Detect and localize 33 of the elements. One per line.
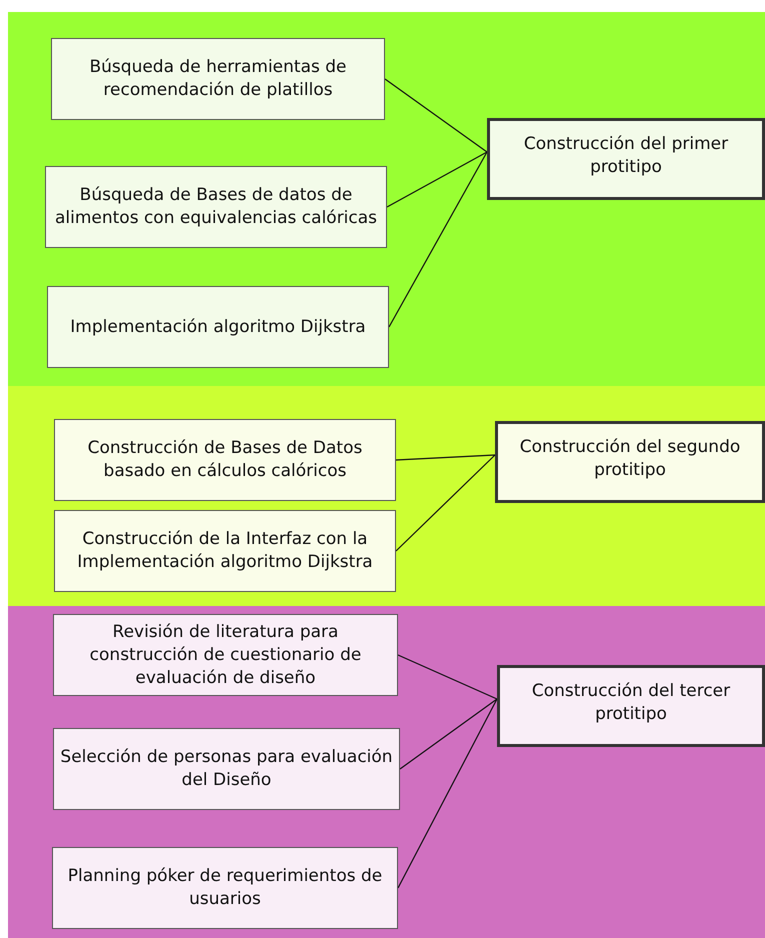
task-box xyxy=(45,166,387,248)
task-box xyxy=(47,286,389,368)
task-box xyxy=(54,419,396,501)
task-box xyxy=(52,847,398,929)
task-box xyxy=(54,510,396,592)
connector-line xyxy=(398,654,498,700)
section-band xyxy=(8,12,765,386)
connector-line xyxy=(386,151,488,208)
box-text: Construcción de la Interfaz con la Implementación algoritmo Dijkstra xyxy=(76,528,374,574)
connector-line xyxy=(388,152,488,328)
connector-line xyxy=(384,78,488,152)
connector-line xyxy=(396,454,496,552)
connector-line xyxy=(400,698,498,770)
box-text: Búsqueda de Bases de datos de alimentos con equivalencias calóricas xyxy=(54,184,378,230)
section-band xyxy=(8,386,765,606)
box-text: Planning póker de requerimientos de usuarios xyxy=(66,865,384,911)
task-box xyxy=(51,38,385,120)
box-text: Selección de personas para evaluación del Diseño xyxy=(60,746,393,792)
box-text: Revisión de literatura para construcción de cuestionario de evaluación de diseño xyxy=(88,620,362,690)
task-box xyxy=(53,728,400,810)
milestone-box xyxy=(497,665,765,747)
section-band xyxy=(8,606,765,938)
box-text: Implementación algoritmo Dijkstra xyxy=(70,316,366,338)
milestone-box xyxy=(487,118,765,200)
task-box xyxy=(53,614,398,696)
box-text: Construcción del primer protitipo xyxy=(522,133,730,179)
box-text: Construcción del tercer protitipo xyxy=(530,680,732,726)
connector-line xyxy=(396,454,496,461)
box-text: Construcción de Bases de Datos basado en cálculos calóricos xyxy=(86,437,364,483)
milestone-box xyxy=(495,421,765,503)
box-text: Búsqueda de herramientas de recomendación de platillos xyxy=(88,56,348,102)
connector-line xyxy=(397,698,498,888)
box-text: Construcción del segundo protitipo xyxy=(518,436,742,482)
